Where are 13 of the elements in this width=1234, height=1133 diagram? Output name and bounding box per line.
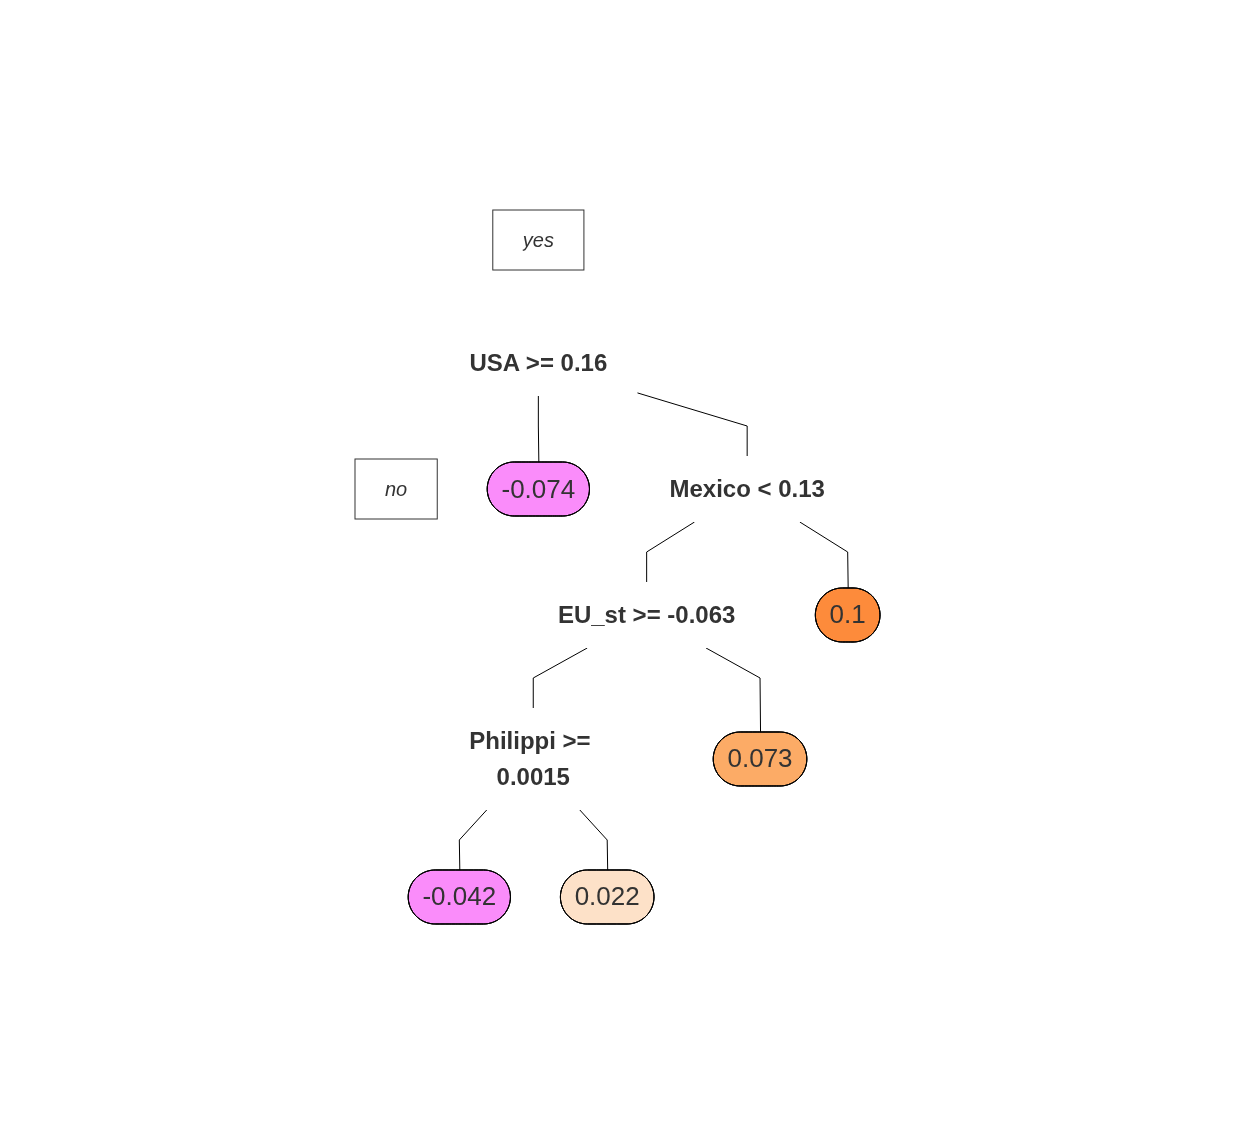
connector bbox=[798, 521, 849, 589]
node-text: Philippi >= 0.0015 bbox=[468, 726, 591, 790]
connector bbox=[532, 647, 588, 708]
connector bbox=[636, 391, 748, 456]
connector bbox=[705, 647, 761, 733]
connector bbox=[578, 809, 608, 871]
node-text: Mexico < 0.13 bbox=[668, 474, 825, 502]
connector bbox=[645, 521, 695, 582]
node-box: no bbox=[354, 458, 438, 519]
connector bbox=[537, 395, 539, 463]
connector bbox=[458, 809, 487, 871]
node-text: USA >= 0.16 bbox=[468, 348, 607, 376]
node-text: EU_st >= -0.063 bbox=[557, 600, 735, 628]
